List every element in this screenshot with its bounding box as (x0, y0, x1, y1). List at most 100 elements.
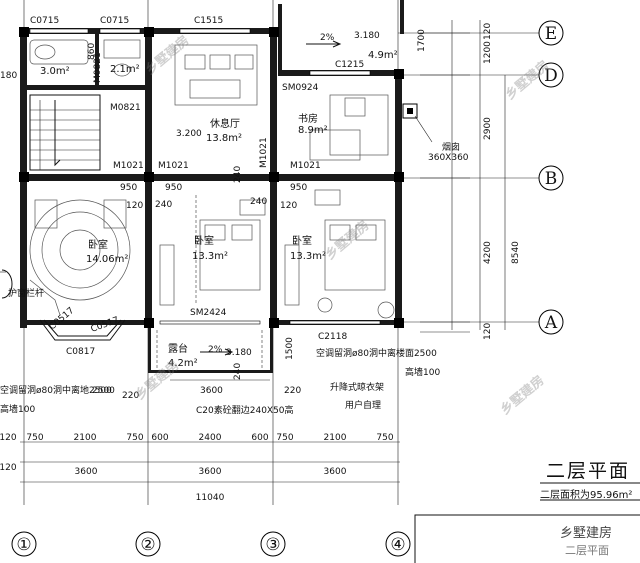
dim-bottom-left-120b: 120 (0, 433, 17, 443)
label-d1500: 1500 (285, 337, 295, 360)
dim-bottom-2100b: 2100 (324, 433, 347, 443)
room-balcony-area: 4.2m² (168, 358, 198, 369)
dim-bottom-600a: 600 (151, 433, 168, 443)
room-bed-right-name: 卧室 (292, 234, 312, 247)
label-c2118: C2118 (318, 332, 347, 342)
label-d240d: 240 (233, 363, 243, 380)
room-bed-mid-area: 13.3m² (192, 251, 228, 262)
label-elev-bottom: 3.180 (226, 348, 252, 358)
bottom-dimensions: 750 2100 750 600 2400 600 750 2100 750 3… (0, 433, 394, 503)
label-m0821a: M0821 (93, 52, 103, 83)
label-m1021c: M1021 (259, 137, 269, 168)
bedroom-right-furniture (284, 189, 395, 319)
room-bed-mid-name: 卧室 (194, 234, 214, 247)
label-c0715b: C0715 (100, 16, 129, 26)
bathtub (29, 39, 141, 77)
label-parapet-left: 高墙100 (0, 403, 35, 415)
dim-bottom-3600b: 3600 (199, 467, 222, 477)
dim-bottom-750b: 750 (126, 433, 143, 443)
label-rail: 护窗栏杆 (8, 287, 44, 299)
label-c0817: C0817 (66, 347, 95, 357)
dim-bottom-2400: 2400 (199, 433, 222, 443)
watermark-5: 乡墅建房 (497, 372, 547, 418)
axis-d: D (544, 66, 558, 86)
dim-bottom-750d: 750 (376, 433, 393, 443)
brand-sub-label: 二层平面 (565, 544, 609, 557)
balcony-detail (156, 330, 263, 368)
label-d180: 180 (0, 71, 17, 81)
label-sm0924: SM0924 (282, 83, 319, 93)
axis-b: B (545, 169, 558, 189)
dim-right-2900: 2900 (483, 117, 493, 140)
label-m1021b: M1021 (158, 161, 189, 171)
label-d240b: 240 (250, 197, 267, 207)
windows (29, 28, 381, 325)
title-frame (414, 482, 640, 563)
lounge-furniture (174, 44, 258, 106)
room-bed-left-area: 14.06m² (86, 254, 128, 265)
right-dimensions: 1700 1200 2900 4200 8540 120 120 (417, 23, 521, 340)
label-chimney: 烟囱 (442, 141, 460, 153)
axis-bubbles (11, 20, 564, 557)
room-lounge-name: 休息厅 (210, 117, 240, 130)
dim-bottom-total: 11040 (196, 493, 225, 503)
label-ac-hole-left: 空调留洞ø80洞中离地2500 (0, 384, 112, 396)
label-slope-top: 2% (320, 33, 335, 43)
axis-4: ④ (390, 535, 405, 555)
axis-labels: ① ② ③ ④ E D B A (16, 24, 557, 555)
label-d2500: 2500 (92, 386, 115, 396)
dim-right-120b: 120 (483, 23, 493, 40)
axis-e: E (545, 24, 557, 44)
dim-bottom-3600a: 3600 (75, 467, 98, 477)
dim-bottom-750a: 750 (26, 433, 43, 443)
dim-bottom-600b: 600 (251, 433, 268, 443)
axis-a: A (544, 313, 558, 333)
label-d950a: 950 (120, 183, 137, 193)
label-c1515: C1515 (194, 16, 223, 26)
dim-right-4200: 4200 (483, 241, 493, 264)
label-d3600-bal: 3600 (200, 386, 223, 396)
columns (19, 27, 404, 328)
label-d240c: 240 (233, 166, 243, 183)
drawing-area-note: 二层面积为95.96m² (540, 490, 633, 501)
label-d860: 860 (87, 43, 97, 60)
label-m1021d: M1021 (290, 161, 321, 171)
label-c1215: C1215 (335, 60, 364, 70)
dim-bottom-750c: 750 (276, 433, 293, 443)
room-balcony-name: 露台 (168, 342, 188, 355)
dim-right-8540: 8540 (511, 241, 521, 264)
room-bath-area: 3.0m² (40, 66, 70, 77)
label-d120a: 120 (126, 201, 143, 211)
label-d950b: 950 (165, 183, 182, 193)
label-d220b: 220 (284, 386, 301, 396)
dimension-lines (20, 20, 506, 483)
label-rack2: 用户自理 (345, 399, 381, 411)
drawing-title: 二层平面 (546, 460, 631, 482)
axis-3: ③ (265, 535, 280, 555)
room-lounge-area: 13.8m² (206, 133, 242, 144)
label-chimney-size: 360X360 (428, 153, 469, 163)
label-parapet-right: 高墙100 (405, 366, 440, 378)
room-bed-left-name: 卧室 (88, 238, 108, 251)
bay-window (0, 269, 126, 341)
room-bed-right-area: 13.3m² (290, 251, 326, 262)
bedroom-mid-furniture (159, 195, 266, 306)
label-d120b: 120 (280, 201, 297, 211)
label-d950c: 950 (290, 183, 307, 193)
axis-1: ① (16, 535, 31, 555)
label-c0715a: C0715 (30, 16, 59, 26)
stair (29, 94, 101, 171)
label-sm2424: SM2424 (190, 308, 227, 318)
study-furniture (309, 94, 418, 161)
brand-label: 乡墅建房 (560, 526, 613, 541)
axis-2: ② (140, 535, 155, 555)
room-labels: 休息厅 13.8m² 书房 8.9m² 卧室 14.06m² 卧室 13.3m²… (40, 50, 398, 369)
label-d220a: 220 (122, 391, 139, 401)
room-wc-area: 2.1m² (110, 64, 140, 75)
label-elev-top: 3.180 (354, 31, 380, 41)
label-m0821b: M0821 (110, 103, 141, 113)
room-study-name: 书房 (298, 112, 318, 125)
dim-bottom-left-120a: 120 (0, 463, 17, 473)
label-c0517a: C0517 (48, 306, 77, 332)
